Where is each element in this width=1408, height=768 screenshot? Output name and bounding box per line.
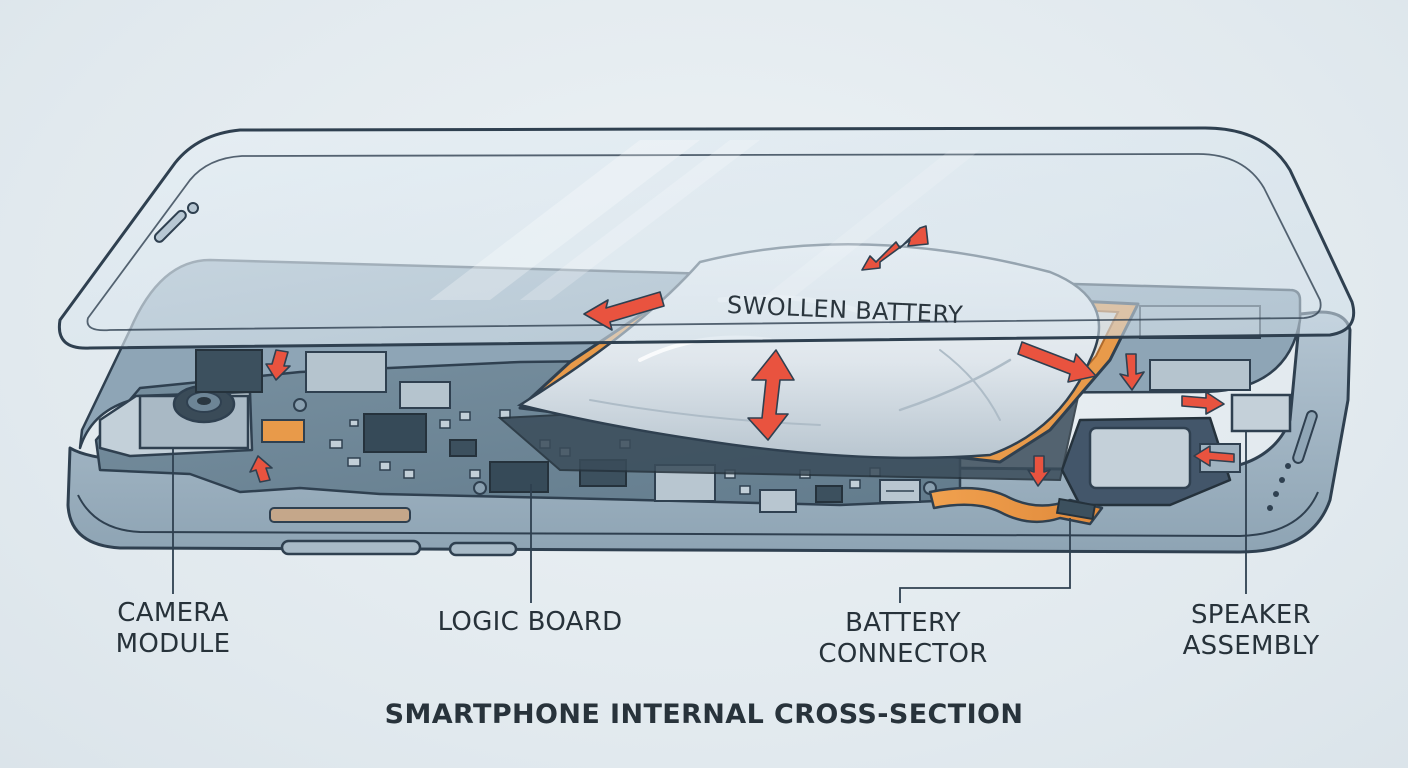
callout-battery-connector: BATTERY CONNECTOR — [810, 608, 996, 670]
camera-module — [98, 349, 263, 458]
callout-connector-line-1: BATTERY — [845, 608, 961, 638]
callout-camera-line-1: CAMERA — [117, 598, 229, 628]
callout-speaker-line-1: SPEAKER — [1190, 600, 1312, 630]
diagram-title: SMARTPHONE INTERNAL CROSS-SECTION — [384, 699, 1024, 730]
pressure-arrow-icon — [249, 225, 1235, 487]
callout-connector-line-2: CONNECTOR — [818, 639, 988, 669]
callout-speaker-assembly: SPEAKER ASSEMBLY — [1168, 600, 1334, 662]
callout-camera-line-2: MODULE — [115, 629, 231, 659]
callout-camera-module: CAMERA MODULE — [100, 598, 246, 660]
screen-glass — [57, 126, 1356, 350]
callout-leader-lines — [172, 432, 1247, 603]
battery-connector — [928, 486, 1104, 526]
callout-speaker-line-2: ASSEMBLY — [1182, 631, 1320, 661]
camera-lens-icon — [172, 384, 236, 424]
callout-logic-line-1: LOGIC BOARD — [437, 607, 623, 637]
callout-logic-board: LOGIC BOARD — [430, 607, 630, 638]
